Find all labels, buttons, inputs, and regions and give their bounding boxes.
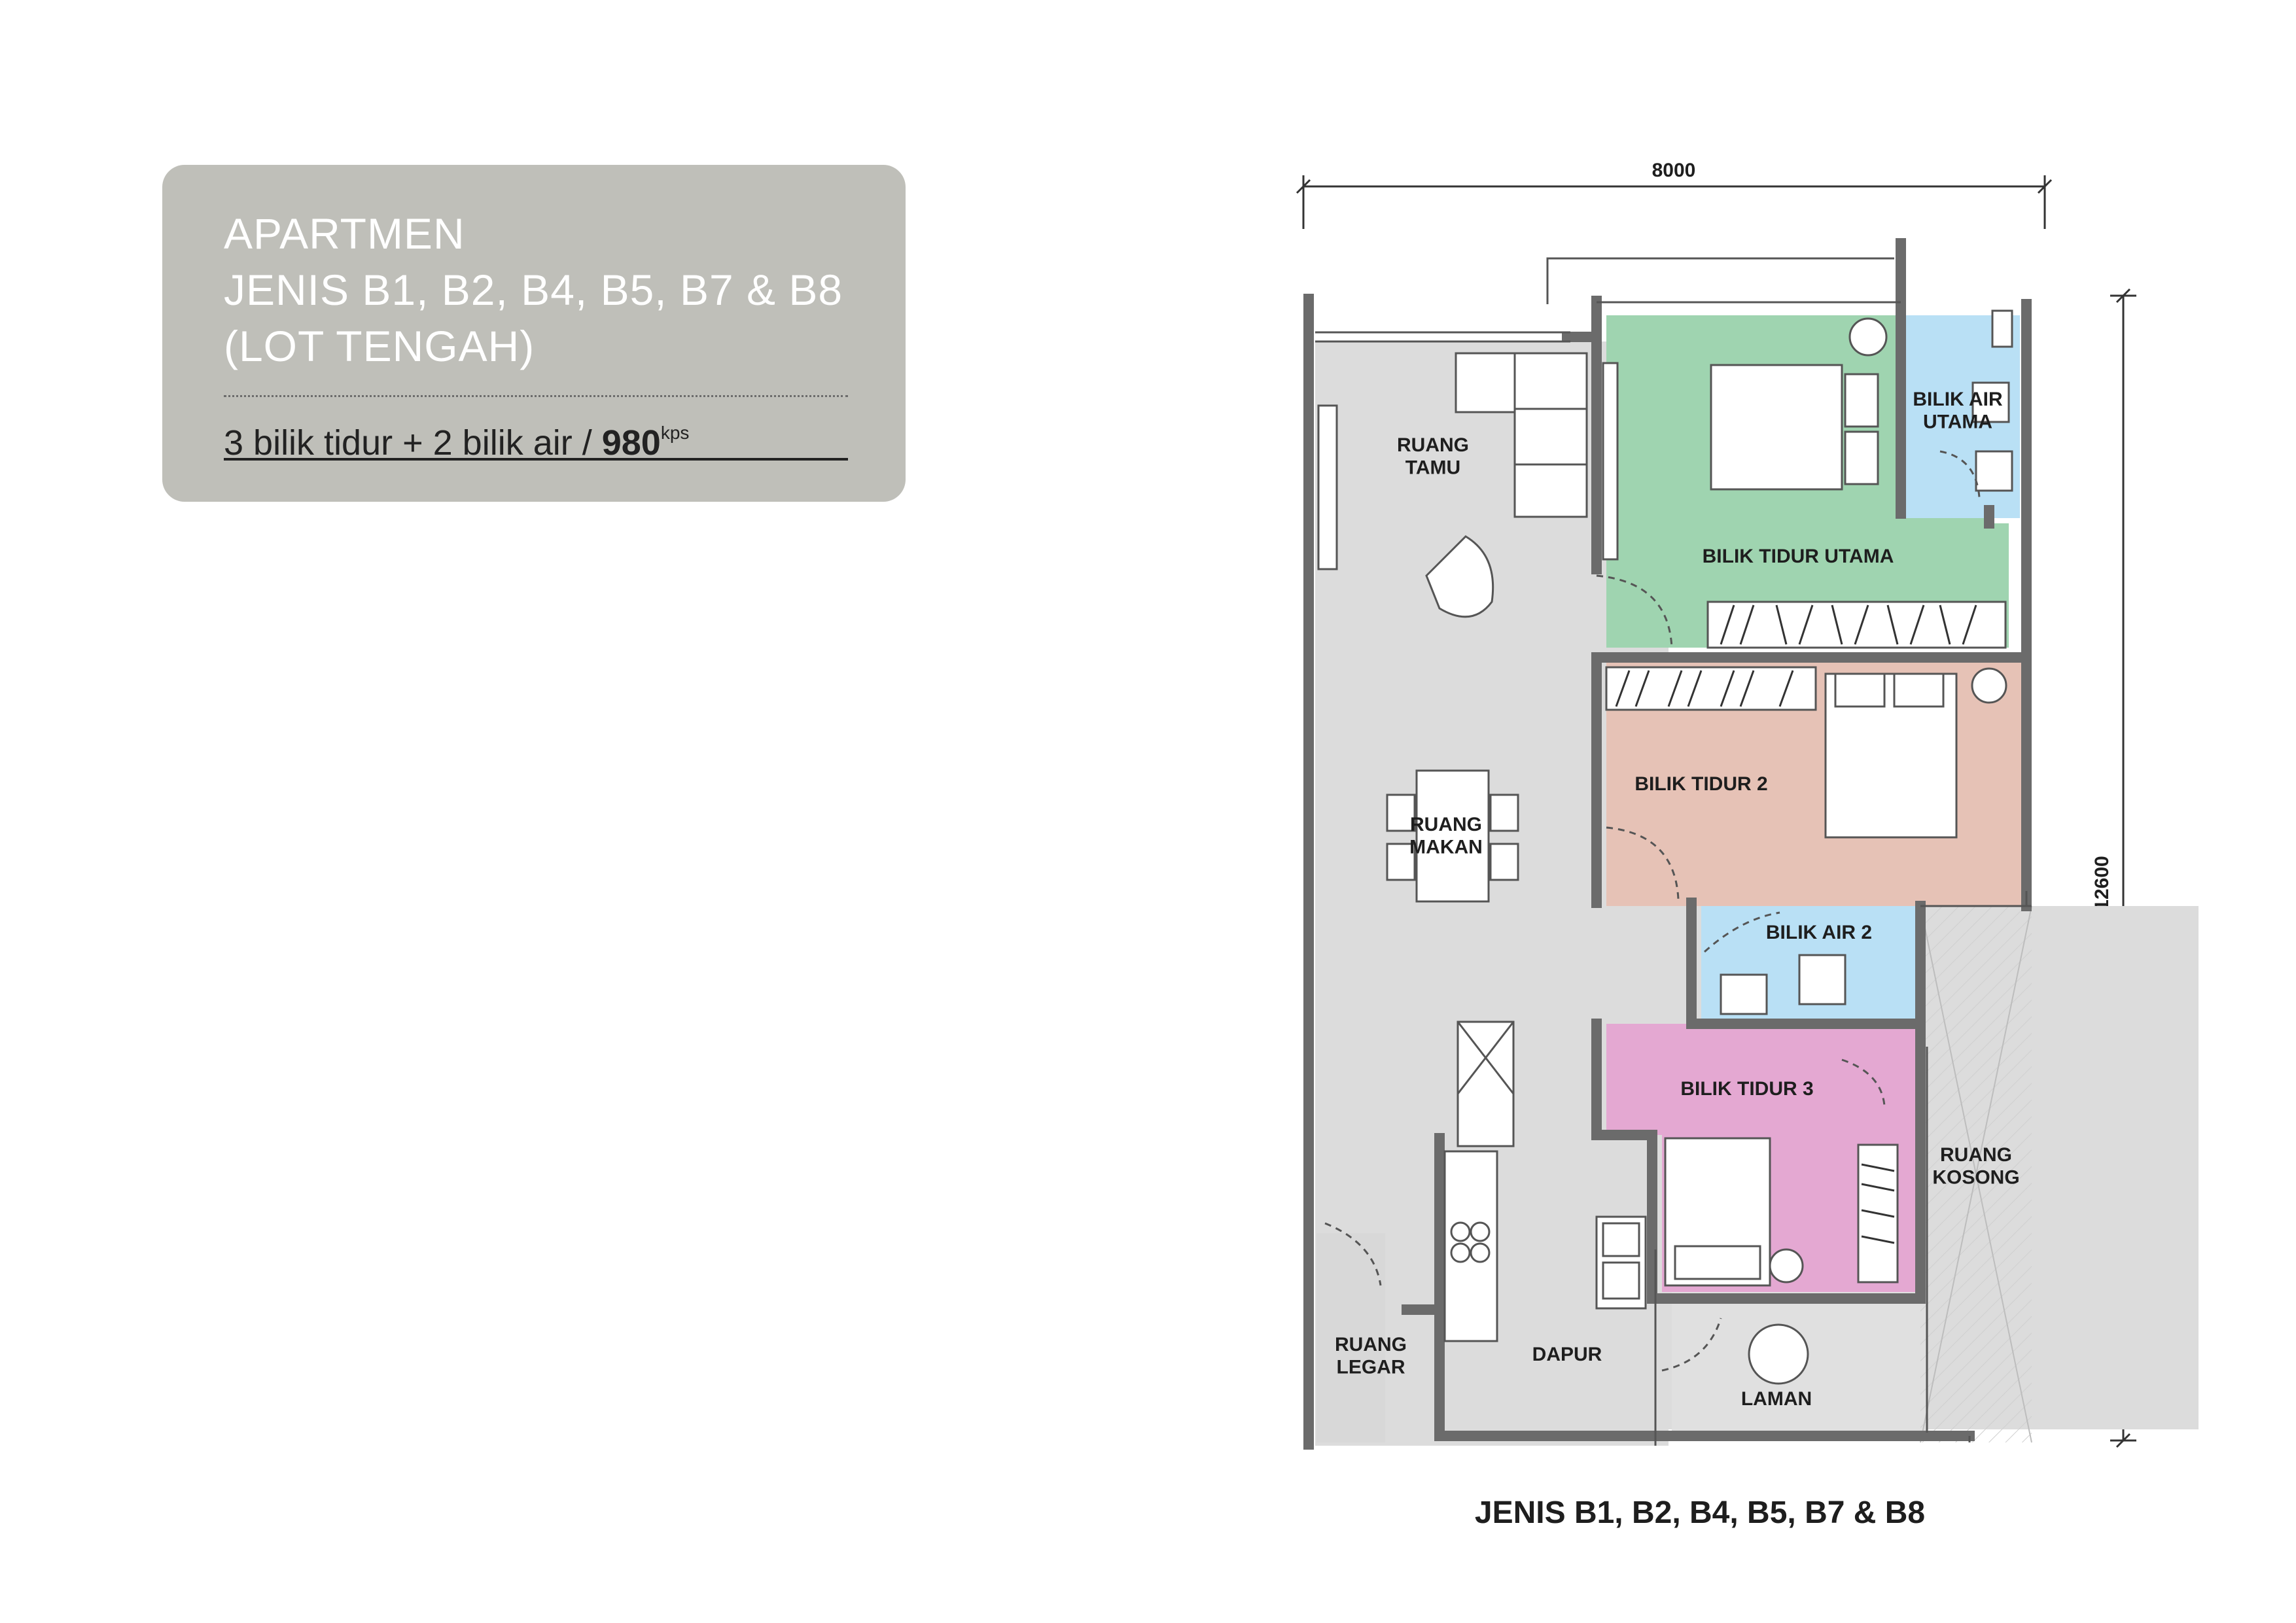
stove-burner xyxy=(1470,1221,1491,1242)
bath-2-fixtures xyxy=(1703,911,1846,1015)
floor-area: 980 xyxy=(601,423,661,462)
rear-wall xyxy=(1434,1304,1975,1441)
info-card: APARTMEN JENIS B1, B2, B4, B5, B7 & B8 (… xyxy=(162,165,906,502)
plan-title: JENIS B1, B2, B4, B5, B7 & B8 xyxy=(1475,1495,1925,1530)
lamp xyxy=(1971,667,2007,704)
bedroom-3-furniture xyxy=(1664,1058,1899,1287)
void-cross xyxy=(1920,905,2032,1443)
stove-burner xyxy=(1450,1242,1471,1263)
shower xyxy=(1991,309,2013,348)
kitchen-fixtures xyxy=(1324,1021,1809,1385)
basin xyxy=(1975,450,2013,492)
armchair xyxy=(1425,535,1494,618)
pillow xyxy=(1674,1245,1761,1280)
living-window xyxy=(1317,404,1338,570)
width-label: 8000 xyxy=(1652,160,1696,181)
toilet xyxy=(1971,381,2010,423)
bedroom-3-wall xyxy=(1591,1019,1926,1304)
lamp xyxy=(1848,317,1888,357)
room-count: 3 bilik tidur + 2 bilik air / xyxy=(224,423,602,462)
stove-burner xyxy=(1450,1221,1471,1242)
dotted-divider xyxy=(224,395,848,397)
unit-specs: 3 bilik tidur + 2 bilik air / 980kps xyxy=(224,407,689,469)
sink-bowl xyxy=(1602,1261,1640,1300)
bath-2-wall xyxy=(1686,898,1926,1029)
lamp xyxy=(1769,1248,1804,1283)
washing-machine xyxy=(1748,1323,1809,1385)
area-unit: kps xyxy=(660,423,690,443)
spec-underline xyxy=(224,458,848,461)
label-yard: LAMAN xyxy=(1741,1388,1812,1410)
pillow xyxy=(1844,373,1879,428)
bed3-wardrobe-hatch xyxy=(1861,1163,1895,1244)
dining-chair xyxy=(1386,794,1416,832)
dining-chair xyxy=(1489,794,1519,832)
kitchen-counter xyxy=(1443,1150,1498,1342)
label-kitchen: DAPUR xyxy=(1532,1344,1602,1365)
width-dimension xyxy=(1296,175,2053,229)
master-wardrobe-hatch xyxy=(1720,604,1977,645)
thin-walls xyxy=(1315,257,2032,1446)
stove-burner xyxy=(1470,1242,1491,1263)
sofa-seats xyxy=(1513,352,1588,518)
label-bedroom-2: BILIK TIDUR 2 xyxy=(1634,773,1767,795)
label-bedroom-3: BILIK TIDUR 3 xyxy=(1680,1078,1813,1100)
living-furniture xyxy=(1386,352,1588,903)
sink-bowl xyxy=(1602,1222,1640,1257)
master-bed xyxy=(1710,364,1843,491)
bed2-wardrobe-hatch xyxy=(1615,670,1794,707)
pillow xyxy=(1844,430,1879,485)
dining-chair xyxy=(1386,843,1416,881)
windows xyxy=(1317,362,1619,570)
dining-chair xyxy=(1489,843,1519,881)
pillow xyxy=(1893,672,1945,708)
refrigerator xyxy=(1457,1021,1515,1147)
unit-type-title: APARTMEN JENIS B1, B2, B4, B5, B7 & B8 (… xyxy=(224,209,843,370)
master-bath-fixtures xyxy=(1939,309,2013,498)
label-master-bedroom: BILIK TIDUR UTAMA xyxy=(1703,546,1894,567)
walls xyxy=(1303,238,2032,1450)
toilet xyxy=(1798,954,1846,1005)
pillow xyxy=(1834,672,1886,708)
master-window-left xyxy=(1602,362,1619,561)
depth-label: 12600 xyxy=(2091,856,2113,910)
dining-table xyxy=(1415,769,1490,903)
foyer-floor xyxy=(1316,1233,1385,1442)
label-bath-2: BILIK AIR 2 xyxy=(1766,922,1872,943)
basin xyxy=(1720,973,1768,1015)
